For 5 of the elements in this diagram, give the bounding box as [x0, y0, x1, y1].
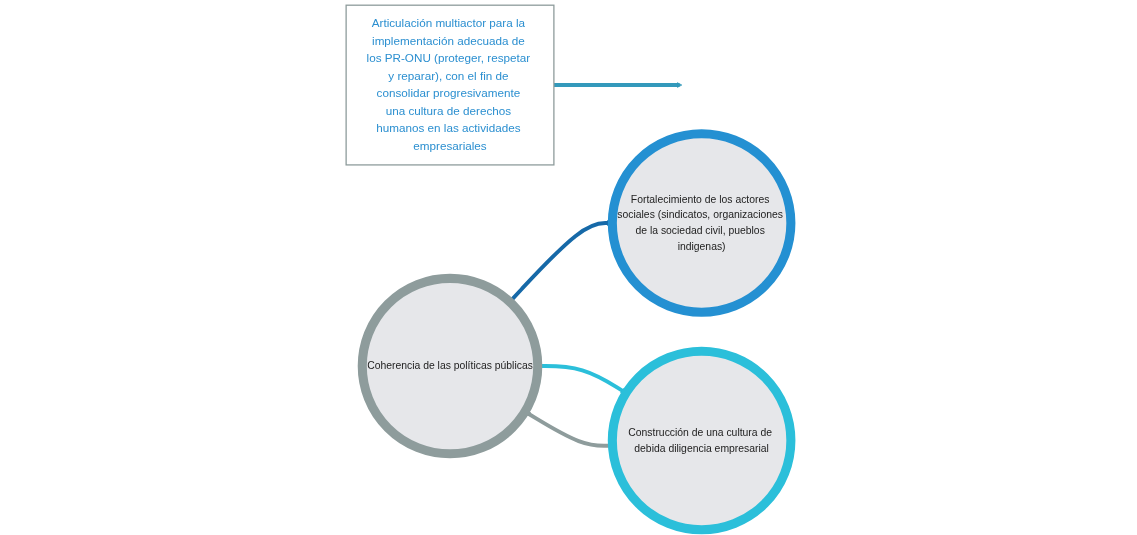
node-circle: Construcción de una cultura de debida diligencia empresarial	[607, 346, 796, 535]
arrow	[553, 82, 683, 88]
node-circle: Fortalecimiento de los actores sociales (sindicatos, organizaciones de la sociedad civil, pueblos indigenas)	[607, 129, 796, 317]
node-circle: Coherencia de las políticas públicas	[357, 273, 543, 459]
node-box: Articulación multiactor para la implementación adecuada de los PR-ONU (proteger, respetar y reparar), con el fin de consolidar progresivamente una cultura de derechos humanos en las actividades empresariales	[345, 4, 555, 166]
